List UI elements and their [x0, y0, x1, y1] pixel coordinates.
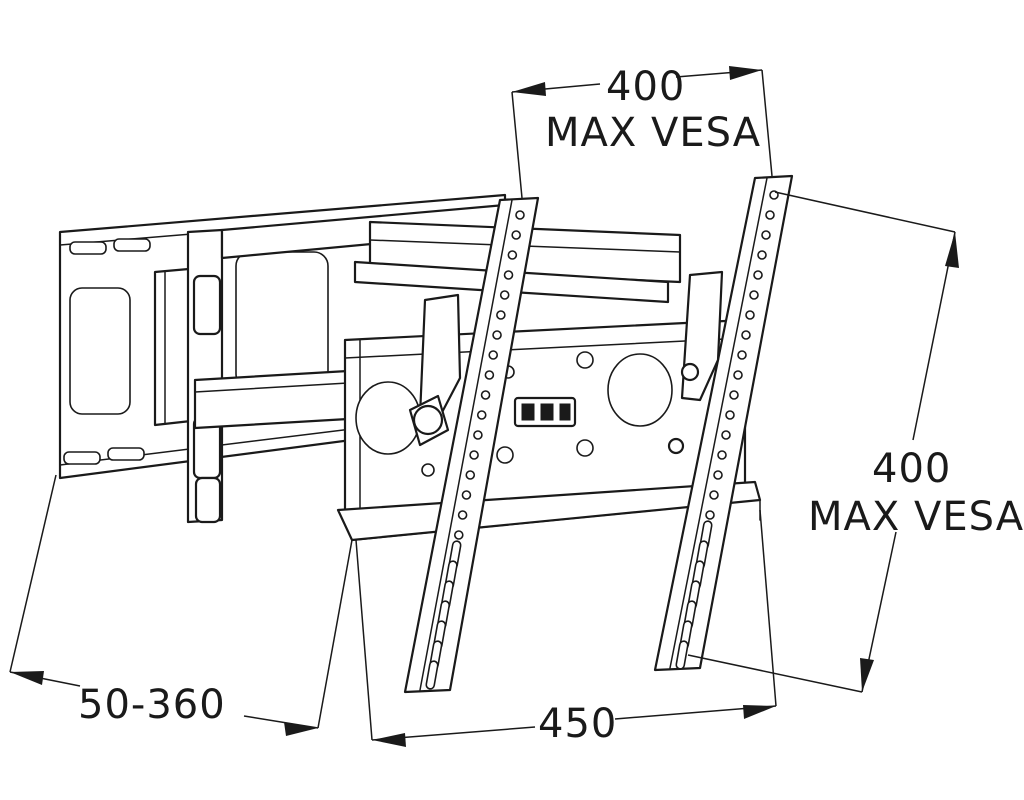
rail-hole — [488, 350, 499, 360]
rail-hole — [721, 430, 731, 440]
dimension-plate-width: 450 — [355, 509, 777, 747]
right-vesa-rail — [653, 174, 794, 672]
rail-slot — [425, 660, 439, 690]
rail-hole — [496, 310, 506, 320]
rail-hole — [725, 410, 735, 420]
rail-hole — [713, 470, 723, 480]
rail-hole — [753, 270, 763, 280]
rail-hole — [757, 250, 767, 260]
rail-hole — [705, 510, 715, 520]
vesa-width-label: MAX VESA — [545, 110, 761, 156]
rail-slot — [675, 640, 689, 670]
plate-width-value: 450 — [538, 701, 617, 747]
rail-hole — [733, 370, 743, 380]
vesa-height-label: MAX VESA — [808, 494, 1024, 540]
hinge-column — [186, 228, 224, 524]
rail-hole — [476, 410, 487, 420]
rail-hole — [765, 210, 775, 220]
rail-hole — [503, 270, 514, 280]
dimension-vesa-height: 400 MAX VESA — [687, 191, 1024, 693]
dimension-arm-extension: 50-360 — [9, 474, 353, 736]
left-vesa-rail — [403, 196, 540, 694]
rail-hole — [499, 290, 510, 300]
rail-hole — [511, 230, 521, 240]
rail-hole — [745, 310, 755, 320]
rail-hole — [473, 430, 483, 440]
dimension-vesa-width: 400 MAX VESA — [511, 64, 773, 199]
rail-hole — [717, 450, 727, 460]
arm-extension-value: 50-360 — [78, 682, 226, 728]
rail-hole — [709, 490, 719, 500]
rail-hole — [741, 330, 751, 340]
rail-hole — [461, 490, 472, 500]
rail-hole — [737, 350, 747, 360]
rail-hole — [729, 390, 739, 400]
rail-hole — [469, 450, 479, 460]
rail-hole — [761, 230, 771, 240]
rail-hole — [507, 250, 518, 260]
rail-hole — [465, 470, 476, 480]
rail-hole — [769, 190, 779, 200]
rail-hole — [749, 290, 759, 300]
vesa-height-value: 400 — [872, 446, 951, 492]
rail-hole — [484, 370, 495, 380]
rail-hole — [480, 390, 491, 400]
rail-hole — [515, 210, 525, 220]
rail-hole — [457, 510, 468, 520]
rail-hole — [492, 330, 502, 340]
vesa-width-value: 400 — [606, 64, 685, 110]
rail-hole — [453, 530, 464, 540]
